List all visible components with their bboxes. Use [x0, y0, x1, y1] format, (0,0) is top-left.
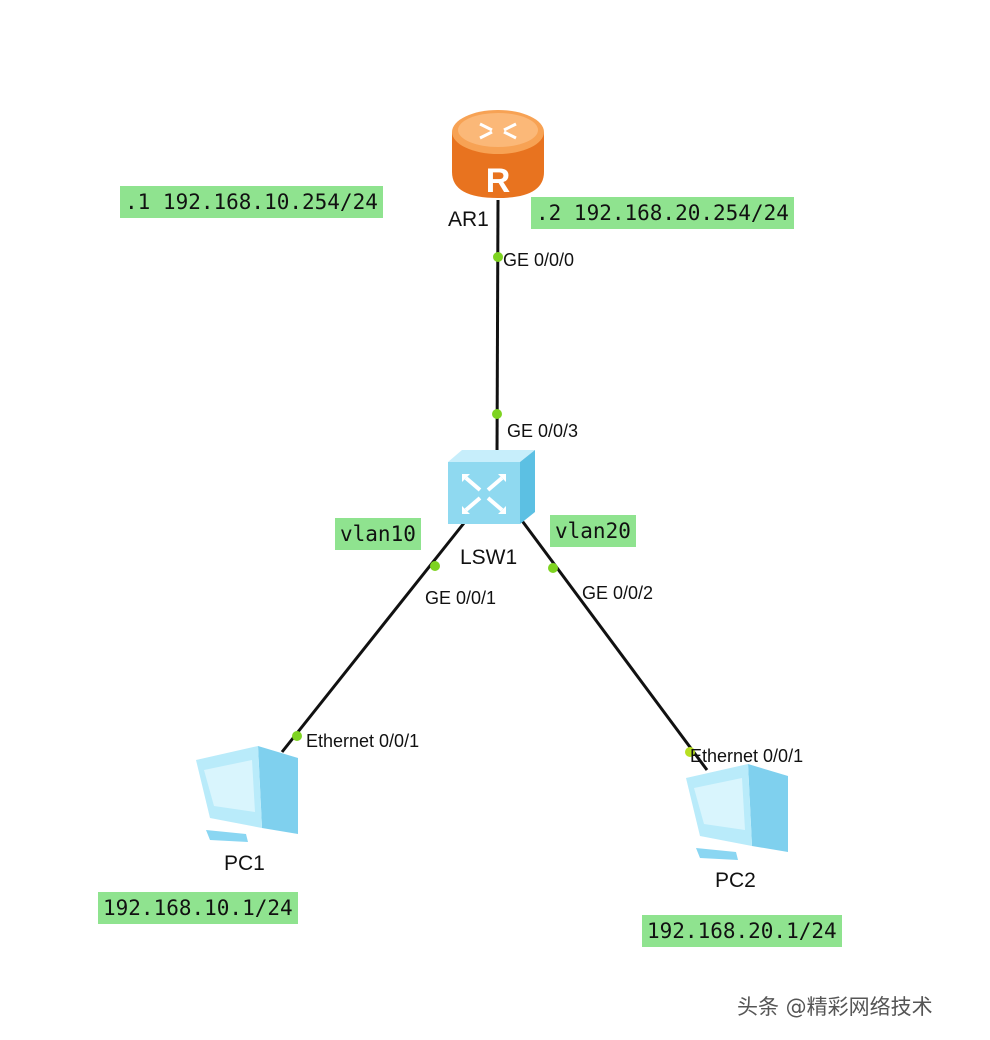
switch-icon[interactable] [448, 450, 535, 524]
pc1-ip-tag: 192.168.10.1/24 [98, 892, 298, 924]
router-label: AR1 [448, 208, 489, 231]
pc2-icon[interactable] [686, 764, 788, 860]
pc1-eth-label: Ethernet 0/0/1 [306, 731, 420, 751]
svg-text:R: R [486, 162, 511, 200]
vlan20-tag: vlan20 [550, 515, 636, 547]
vlan10-tag: vlan10 [335, 518, 421, 550]
watermark: 头条 @精彩网络技术 [737, 995, 933, 1019]
port-dot-lsw1-ge002 [548, 563, 558, 573]
lsw1-ge001-label: GE 0/0/1 [425, 588, 497, 608]
port-dot-lsw1-ge001 [430, 561, 440, 571]
lsw1-ge002-label: GE 0/0/2 [582, 583, 654, 603]
ar1-ge000-label: GE 0/0/0 [503, 250, 575, 270]
link-lsw1-pc1 [280, 517, 470, 753]
pc1-label: PC1 [224, 852, 265, 875]
pc2-label: PC2 [715, 869, 756, 892]
lsw1-ge003-label: GE 0/0/3 [507, 421, 579, 441]
pc2-ip-tag: 192.168.20.1/24 [642, 915, 842, 947]
pc1-icon[interactable] [196, 746, 298, 842]
switch-label: LSW1 [460, 546, 518, 569]
port-dot-pc2-eth [685, 747, 695, 757]
port-dot-lsw1-ge003 [492, 409, 502, 419]
port-dot-pc1-eth [292, 731, 302, 741]
router-icon[interactable]: R [452, 110, 544, 200]
link-lsw1-pc2 [518, 517, 709, 771]
router-subinterface-2-tag: .2 192.168.20.254/24 [531, 197, 794, 229]
pc2-eth-label: Ethernet 0/0/1 [690, 746, 804, 766]
router-subinterface-1-tag: .1 192.168.10.254/24 [120, 186, 383, 218]
port-dot-ar1-ge000 [493, 252, 503, 262]
